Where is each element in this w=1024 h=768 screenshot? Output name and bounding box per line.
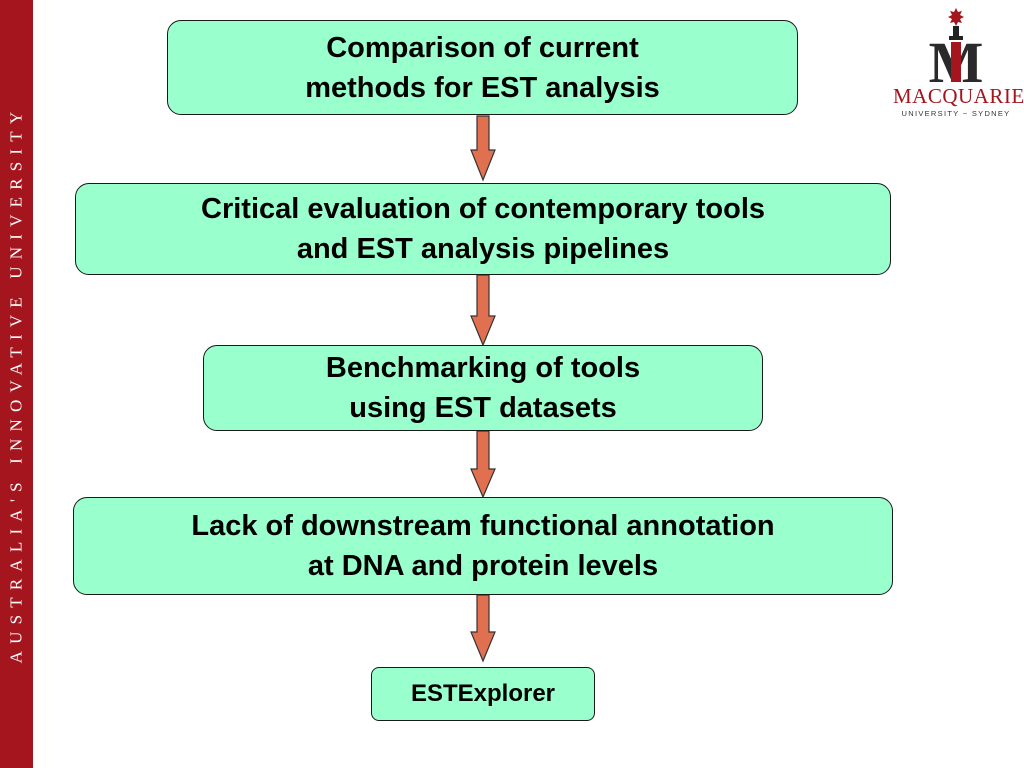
flow-step-2: Critical evaluation of contemporary tool… [75,183,891,275]
flow-step-3-text: Benchmarking of tools using EST datasets [325,352,641,424]
logo-emblem-icon: M [929,8,983,95]
flow-arrow-4 [470,594,496,663]
flow-arrow-3 [470,430,496,499]
flow-arrow-1 [470,115,496,182]
flow-step-1: Comparison of current methods for EST an… [167,20,798,115]
flow-step-1-text: Comparison of current methods for EST an… [305,31,660,104]
logo-subtitle: UNIVERSITY ~ SYDNEY [901,109,1011,118]
flow-step-5-text: ESTExplorer [410,680,556,707]
flow-step-4: Lack of downstream functional annotation… [73,497,893,595]
flow-step-5: ESTExplorer [371,667,595,721]
university-logo: M MACQUARIE UNIVERSITY ~ SYDNEY [893,6,1024,124]
flow-step-4-text: Lack of downstream functional annotation… [191,510,775,582]
flow-step-3: Benchmarking of tools using EST datasets [203,345,763,431]
sidebar-band: AUSTRALIA'S INNOVATIVE UNIVERSITY [0,0,33,768]
flow-arrow-2 [470,274,496,347]
flow-step-2-text: Critical evaluation of contemporary tool… [201,193,765,265]
logo-name: MACQUARIE [893,84,1024,108]
